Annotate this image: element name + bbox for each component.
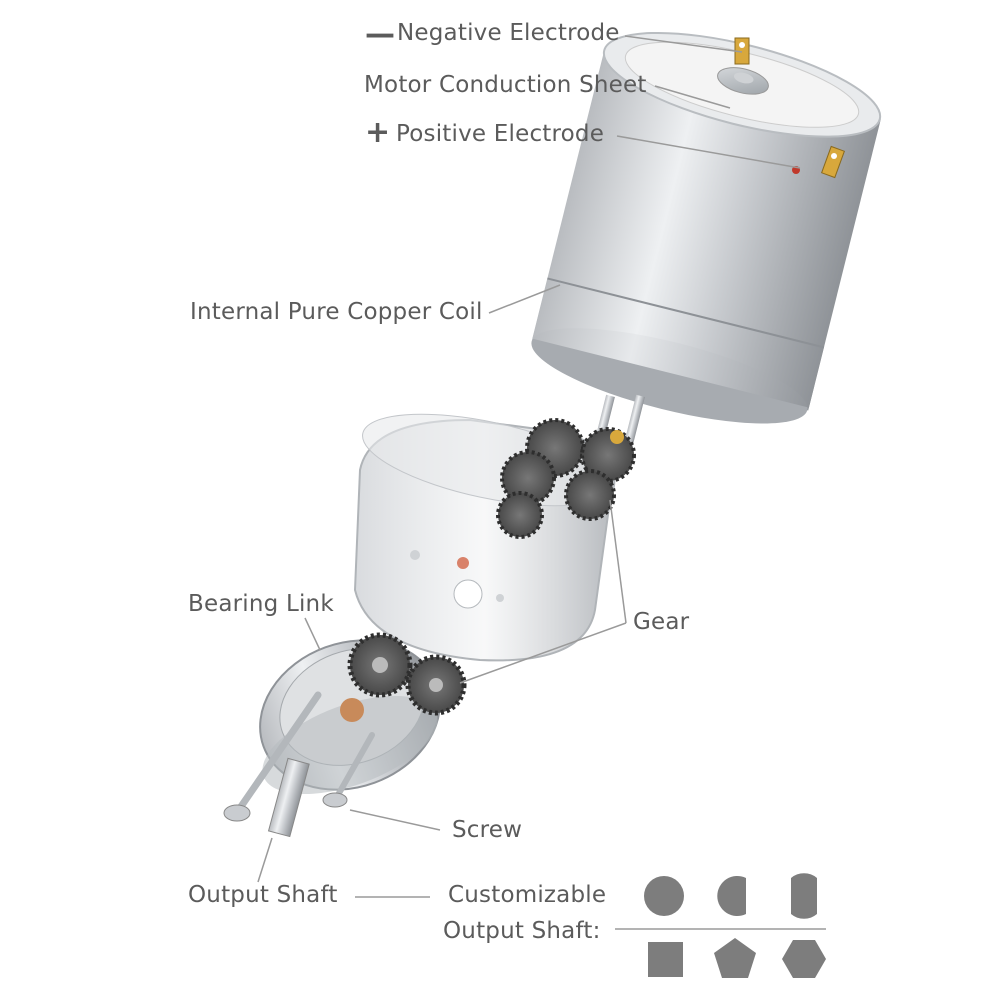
bearing-link-label: Bearing Link (188, 591, 334, 617)
output-gears (347, 632, 467, 716)
output-shaft-label: Output Shaft (188, 882, 338, 908)
screw-part (236, 691, 322, 812)
customizable-label-line2: Output Shaft: (443, 918, 601, 944)
square-shaft-icon (648, 942, 683, 977)
screw-head (322, 792, 348, 808)
gear-label: Gear (633, 609, 690, 635)
positive-symbol: + (365, 115, 391, 150)
negative-electrode-label: Negative Electrode (397, 20, 620, 46)
pentagon-shaft-icon (714, 938, 756, 978)
negative-terminal (734, 37, 750, 65)
motor-shaft (624, 394, 645, 446)
negative-symbol: — (365, 17, 395, 52)
customizable-label-line1: Customizable (448, 882, 607, 908)
internal-coil-label: Internal Pure Copper Coil (190, 299, 483, 325)
double-d-flat-shaft-icon (791, 873, 817, 919)
screw-part (335, 732, 375, 798)
positive-electrode-label: Positive Electrode (396, 121, 605, 147)
gear-stack (496, 418, 636, 539)
single-d-flat-shaft-icon (717, 876, 746, 916)
leader-lines (257, 35, 801, 898)
motor-conduction-sheet-label: Motor Conduction Sheet (364, 72, 647, 98)
screw-head (223, 804, 251, 822)
screw-label: Screw (452, 817, 523, 843)
round-shaft-icon (644, 876, 684, 916)
hexagon-shaft-icon (782, 940, 826, 978)
motor-can (531, 31, 882, 424)
output-shaft-part (267, 757, 310, 838)
shaft-shape-options (615, 873, 826, 978)
positive-terminal (820, 145, 846, 179)
